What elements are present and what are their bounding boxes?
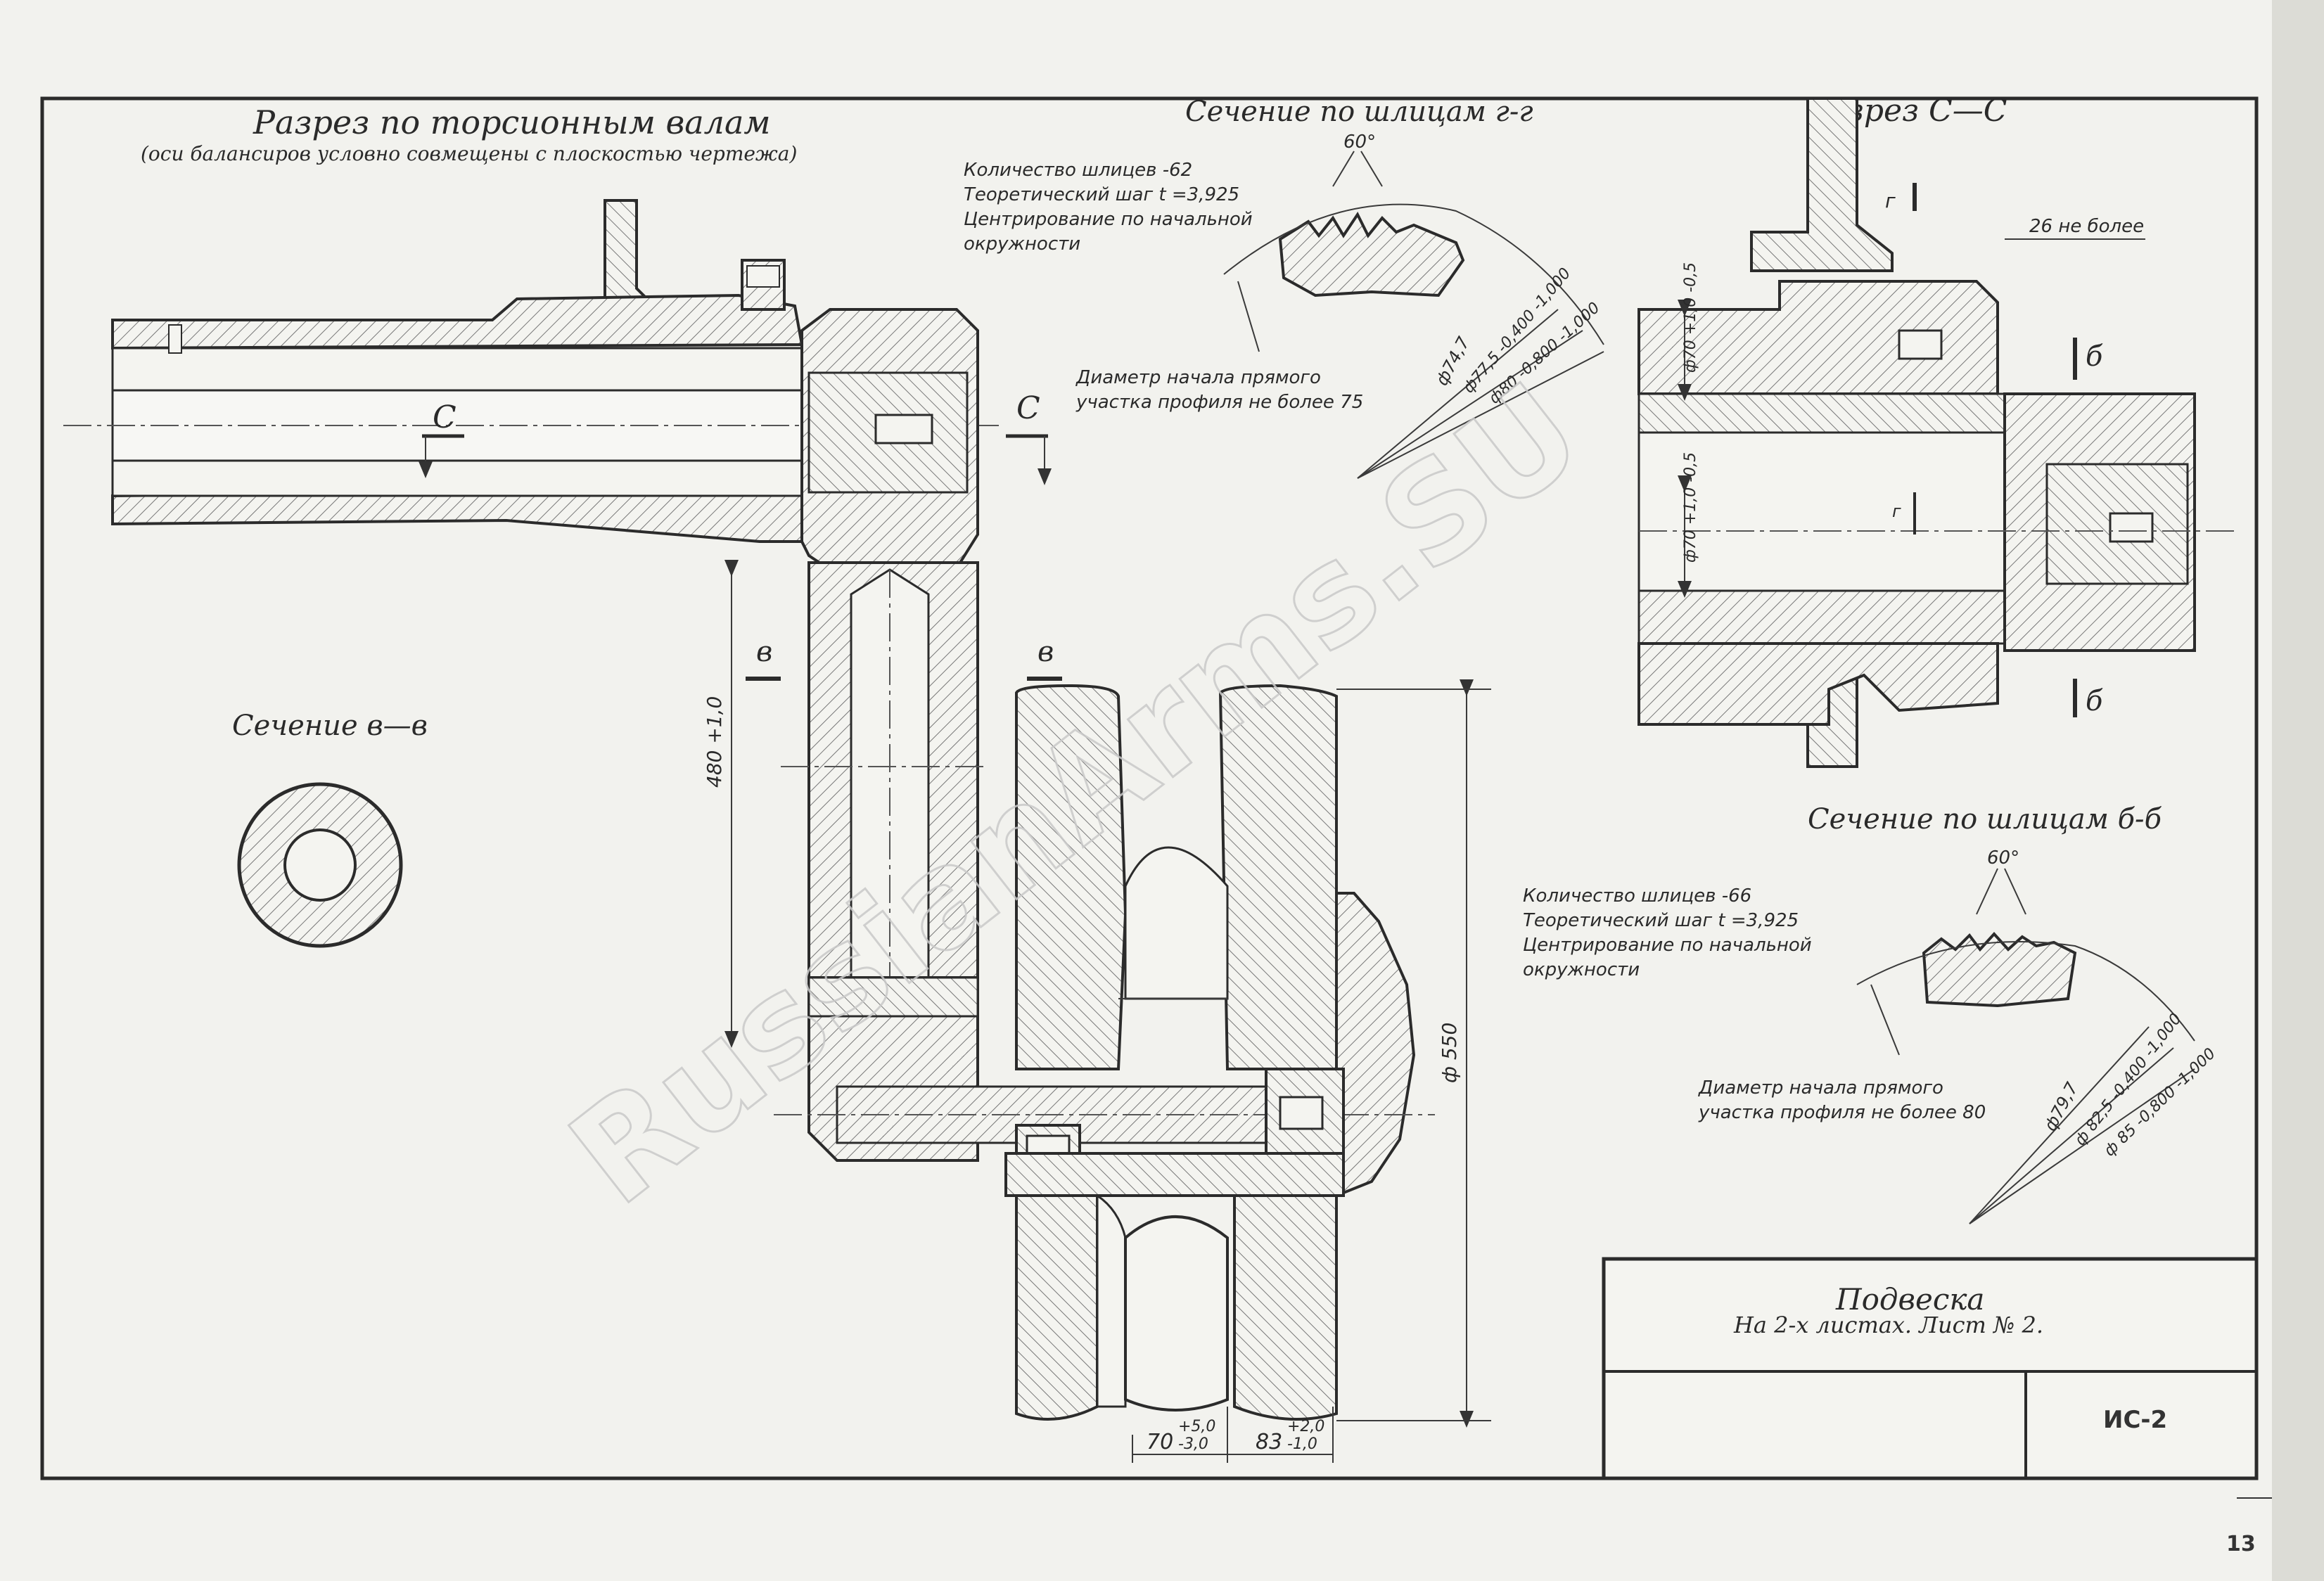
section-cc-dim-top: ф70 +1,0 -0,5 [1682,262,1699,373]
section-cc-mark-b-top: б [2086,340,2103,373]
cut-mark-v-left: в [756,636,772,668]
spline-gg-note-3: Центрирование по начальной [964,209,1253,230]
torsion-housing [63,259,999,543]
title-block: Подвеска На 2-х листах. Лист № 2. ИС-2 [1602,1257,2259,1480]
section-cc-mark-g-top: г [1885,189,1896,212]
spline-bb-note-1: Количество шлицев -66 [1523,885,1751,907]
spline-gg-diam-note-2: участка профиля не более 75 [1075,392,1363,413]
dim-70-tol-upper: +5,0 [1178,1418,1215,1435]
spline-gg-title: Сечение по шлицам г-г [1185,96,1533,128]
spline-bb-diam-note-2: участка профиля не более 80 [1698,1102,1986,1123]
spline-gg-note-2: Теоретический шаг t =3,925 [964,184,1239,205]
balancer-arm [800,308,979,1162]
dim-550: ф 550 [1438,1023,1461,1083]
section-cc-dim-bottom: ф70 +1,0 -0,5 [1682,452,1699,563]
title-block-name: Подвеска [1835,1282,1984,1317]
dim-480: 480 +1,0 [703,696,726,788]
section-vv-title: Сечение в—в [232,710,428,742]
spline-bb-title: Сечение по шлицам б-б [1808,803,2162,836]
section-mark-c-right: С [1016,390,1040,426]
main-section: Разрез по торсионным валам (оси балансир… [63,103,1491,1463]
main-section-title: Разрез по торсионным валам [253,103,771,141]
section-vv: Сечение в—в [232,710,428,948]
cut-mark-v-right: в [1038,636,1054,668]
main-section-subtitle: (оси балансиров условно совмещены с плос… [141,142,797,165]
spline-gg-angle: 60° [1343,132,1376,153]
dim-70-tol-lower: -3,0 [1178,1435,1208,1453]
page-number: 13 [2226,1532,2256,1556]
section-mark-c-left: С [433,399,456,435]
dim-83-tol-lower: -1,0 [1287,1435,1317,1453]
spline-bb-note-2: Теоретический шаг t =3,925 [1523,910,1799,931]
spline-bb-diam-note-1: Диаметр начала прямого [1698,1077,1943,1099]
drawing-frame [40,96,2259,1480]
spline-bb-note-3: Центрирование по начальной [1523,935,1812,956]
spline-gg-note-1: Количество шлицев -62 [964,160,1192,181]
section-cc-mark-b-bottom: б [2086,685,2103,717]
spline-bb-note-4: окружности [1523,959,1640,980]
spline-gg-note-4: окружности [964,233,1080,255]
spline-gg-diam-note-1: Диаметр начала прямого [1075,367,1321,388]
dim-83-tol-upper: +2,0 [1287,1418,1324,1435]
title-block-code: ИС-2 [2103,1406,2167,1434]
title-block-sheets: На 2-х листах. Лист № 2. [1733,1312,2043,1338]
spline-bb-angle: 60° [1987,847,2019,869]
dim-83: 83 [1256,1430,1282,1454]
dim-70: 70 [1147,1430,1173,1454]
road-wheel [774,684,1435,1421]
section-cc: Разрез С—С 26 не более г г б б ф70 +1,0 … [1637,93,2237,768]
section-cc-mark-g-bottom: г [1892,501,1901,521]
section-cc-gap-note: 26 не более [2029,216,2144,237]
